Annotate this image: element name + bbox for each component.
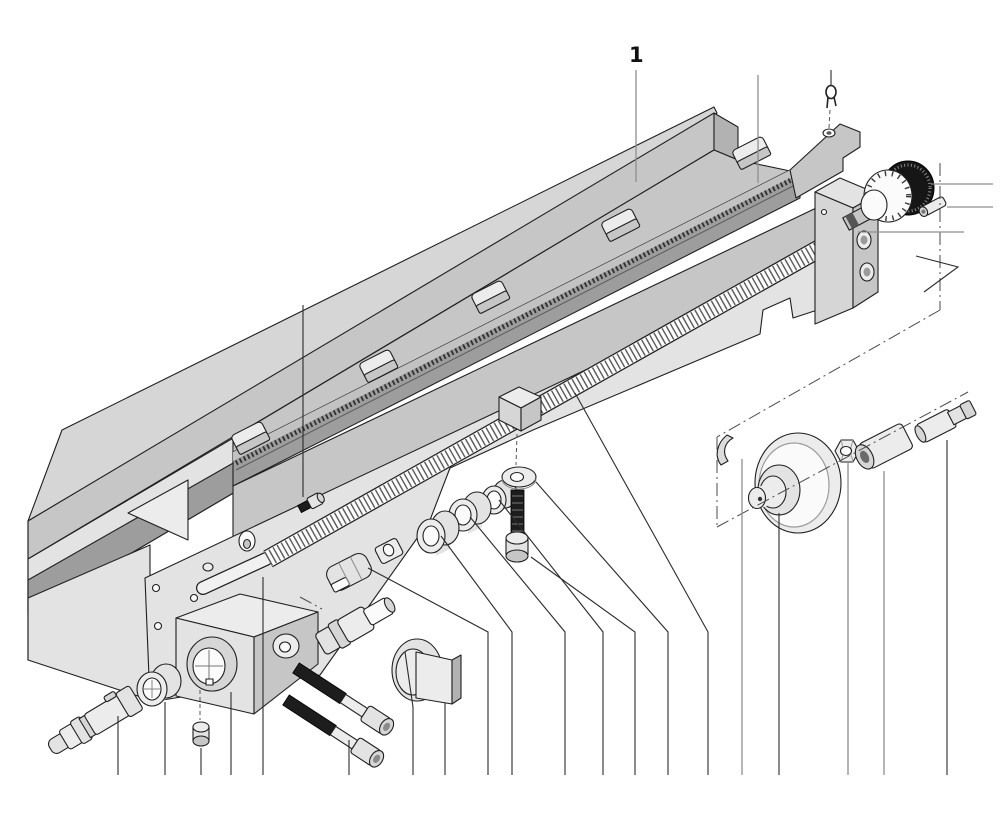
phantom-line (716, 309, 941, 438)
phantom-line (299, 596, 323, 610)
leader-line (574, 392, 709, 775)
journal-rod (197, 553, 272, 594)
phantom-centerline (716, 391, 969, 528)
stepped-bushing (315, 597, 396, 655)
leader-lines (117, 70, 993, 775)
apron-boss-hole (278, 641, 292, 653)
bushing-ring (416, 510, 460, 556)
rack-tongue (789, 123, 861, 199)
bed-rail (27, 106, 861, 703)
bore-keyway (205, 678, 214, 686)
phantom-lines (299, 163, 969, 610)
bed-top-face (27, 106, 718, 522)
mounting-tab (732, 136, 772, 170)
mounting-tab (471, 280, 511, 314)
leader-line-v (915, 255, 960, 293)
cap-screw (292, 662, 395, 736)
cap-screw (282, 694, 385, 768)
leader-line (530, 556, 636, 775)
screw-body (263, 233, 838, 567)
leader-line (535, 481, 669, 775)
bushing-ring (448, 491, 492, 534)
block-hole (820, 208, 828, 216)
rack-teeth (234, 174, 799, 466)
leader-line (440, 535, 513, 775)
dial-face (860, 189, 888, 221)
leadscrew-nut-block (498, 386, 542, 466)
web-hole (189, 593, 199, 603)
mounting-tab (359, 349, 399, 383)
shaft-clamp (326, 552, 372, 593)
rack-strip (232, 164, 801, 487)
channel-gusset (127, 479, 189, 541)
knob (391, 638, 462, 705)
leader-line (404, 651, 414, 775)
mounting-tab (601, 208, 641, 242)
rack-teeth-line (235, 183, 798, 471)
knurl-texture (884, 163, 932, 213)
assembly-axis-dashed (515, 433, 518, 466)
web-hole (153, 621, 163, 631)
web-boss (202, 562, 214, 572)
spring-washer (716, 434, 734, 466)
handwheel-disc (747, 432, 842, 534)
pin-hole-center (826, 131, 832, 135)
hex-nut (834, 439, 860, 463)
shaft-end (914, 400, 977, 443)
mounting-tabs (231, 136, 772, 455)
flat-washer (501, 466, 537, 490)
clevis-lug (374, 538, 404, 564)
leadscrew (196, 232, 838, 595)
callout-label-1: 1 (629, 43, 644, 67)
dial-graduations (865, 171, 911, 221)
mounting-tab (231, 421, 271, 455)
web-grommet-hole (242, 538, 252, 550)
grub-screw (918, 196, 947, 217)
rack-set-screw (297, 492, 325, 514)
end-apron-block (175, 593, 319, 715)
rack-top-edge (233, 165, 800, 461)
leader-line (469, 516, 566, 775)
bore-crosshair (195, 650, 223, 682)
graduated-dial (860, 160, 935, 223)
retaining-clip (825, 70, 837, 129)
leader-line (498, 499, 604, 775)
bore-bushing (136, 663, 182, 707)
spacer-sleeve (854, 423, 913, 470)
hub-cylinder (747, 486, 767, 510)
round-nut (192, 690, 210, 747)
stepped-shaft (47, 685, 143, 754)
hub-setscrew (757, 496, 763, 502)
vertical-screw (505, 489, 529, 563)
web-hole (151, 583, 161, 593)
leader-line (367, 567, 489, 775)
